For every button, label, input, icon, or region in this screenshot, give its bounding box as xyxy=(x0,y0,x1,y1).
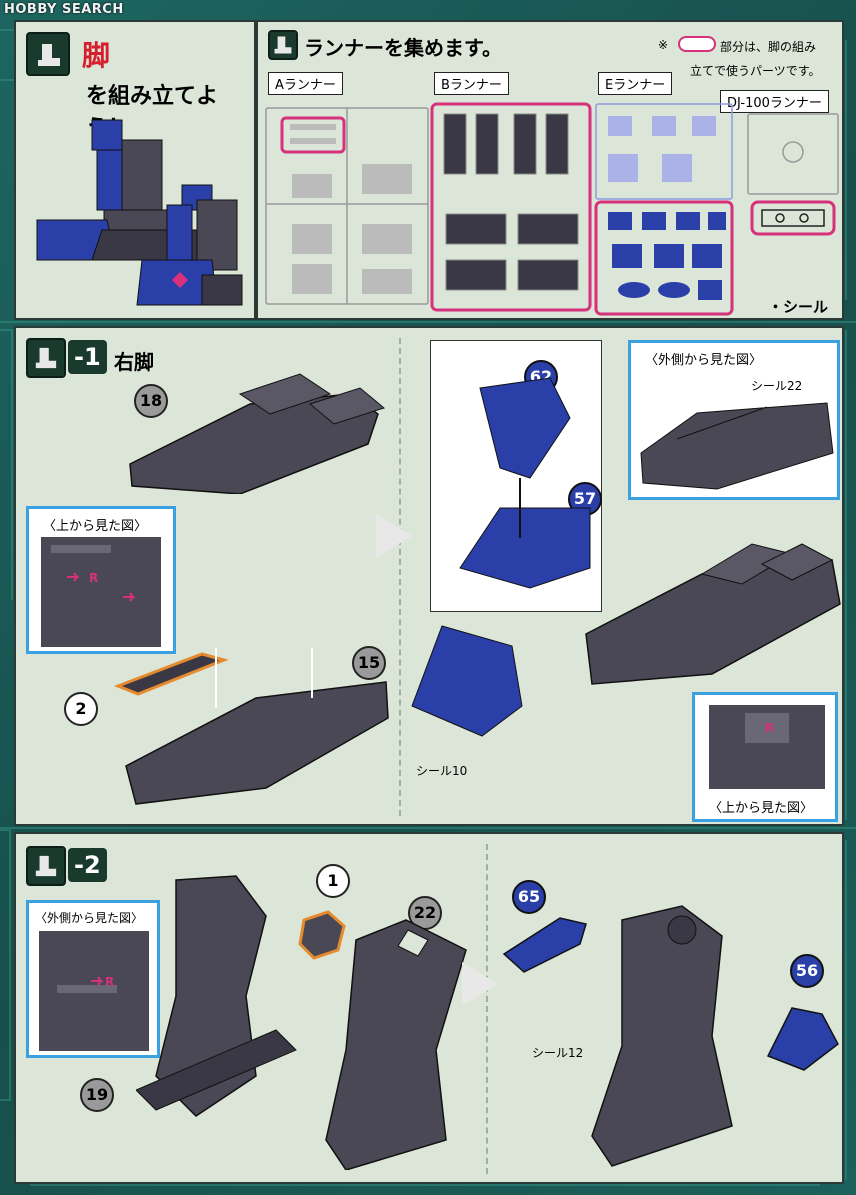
boot-icon xyxy=(274,36,292,54)
runner-trees xyxy=(265,102,839,316)
top-view-mark-r: R xyxy=(89,571,99,585)
bottom-top-view-title: 〈上から見た図〉 xyxy=(709,801,814,816)
foot-cover-65-illustration xyxy=(502,917,587,973)
step2-divider xyxy=(486,844,488,1174)
pink-outline-swatch xyxy=(678,36,716,52)
intro-panel: 脚 を組み立てよう！ xyxy=(14,20,256,320)
part-badge-1: 1 xyxy=(316,864,350,898)
seal-label: ・シール xyxy=(768,298,829,316)
step1-divider xyxy=(399,338,401,816)
step2-next-arrow xyxy=(462,962,498,1006)
part-badge-19: 19 xyxy=(80,1078,114,1112)
leg-preview-illustration xyxy=(36,119,243,306)
step2-panel: -2 〈外側から見た図〉 R 1 22 19 65 56 xyxy=(14,832,844,1184)
bottom-top-view-mark-r: R xyxy=(765,721,775,735)
bottom-top-view-illustration xyxy=(709,705,825,789)
step2-tag: -2 xyxy=(68,848,107,882)
part-badge-15: 15 xyxy=(352,646,386,680)
part-2-illustration xyxy=(113,652,229,696)
boot-icon xyxy=(35,855,57,877)
part-badge-2: 2 xyxy=(64,692,98,726)
watermark: HOBBY SEARCH xyxy=(4,2,124,17)
part-badge-56: 56 xyxy=(790,954,824,988)
side-view-callout: 〈外側から見た図〉 シール22 xyxy=(628,340,840,500)
step1-panel: -1 右脚 18 〈上から見た図〉 R 2 15 xyxy=(14,326,844,826)
step1-title: 右脚 xyxy=(114,350,154,374)
lower-leg-illustration xyxy=(136,875,467,1170)
leg-step-icon xyxy=(26,32,70,76)
step2-icon xyxy=(26,846,66,886)
part-18-illustration xyxy=(129,373,386,494)
runner-b-label: Bランナー xyxy=(434,72,509,95)
runner-step-icon xyxy=(268,30,298,60)
step1-icon xyxy=(26,338,66,378)
side-view-illustration xyxy=(640,402,834,490)
knee-joint-illustration xyxy=(298,910,346,960)
seal-10-label: シール10 xyxy=(416,764,468,778)
runner-note-line1: 部分は、脚の組み xyxy=(720,40,817,54)
shin-guard-illustration xyxy=(459,377,591,589)
step2-side-view-callout: 〈外側から見た図〉 R xyxy=(26,900,160,1058)
top-view-title: 〈上から見た図〉 xyxy=(43,519,148,534)
runner-note-line2: 立てで使うパーツです。 xyxy=(690,64,821,78)
boot-icon xyxy=(35,347,57,369)
part-15-illustration xyxy=(125,648,389,805)
step1-tag: -1 xyxy=(68,340,107,374)
runner-note-mark: ※ xyxy=(658,38,669,52)
foot-cover-56-illustration xyxy=(766,1007,839,1071)
shin-guard-assembled xyxy=(411,625,523,737)
top-view-illustration xyxy=(41,537,161,647)
side-view-title: 〈外側から見た図〉 xyxy=(645,353,763,368)
seal-22-label: シール22 xyxy=(751,379,803,393)
top-view-callout: 〈上から見た図〉 R xyxy=(26,506,176,654)
step2-side-view-title: 〈外側から見た図〉 xyxy=(35,911,144,925)
right-leg-assembled xyxy=(585,543,841,685)
next-arrow xyxy=(376,514,412,558)
boot-icon xyxy=(38,44,60,66)
step2-side-view-illustration xyxy=(39,931,149,1051)
runner-a-label: Aランナー xyxy=(268,72,343,95)
assembled-lower-leg xyxy=(591,905,733,1167)
runner-e-label: Eランナー xyxy=(598,72,673,95)
leg-kanji: 脚 xyxy=(82,39,111,72)
bottom-top-view-callout: R 〈上から見た図〉 xyxy=(692,692,838,822)
part-badge-18: 18 xyxy=(134,384,168,418)
runner-dj-label: DJ-100ランナー xyxy=(720,90,829,113)
step2-side-view-mark-r: R xyxy=(105,975,115,989)
runners-heading: ランナーを集めます。 xyxy=(304,36,502,60)
seal-12-label: シール12 xyxy=(532,1046,584,1060)
runners-panel: ランナーを集めます。 ※ 部分は、脚の組み 立てで使うパーツです。 Aランナー … xyxy=(256,20,844,320)
part-badge-65: 65 xyxy=(512,880,546,914)
